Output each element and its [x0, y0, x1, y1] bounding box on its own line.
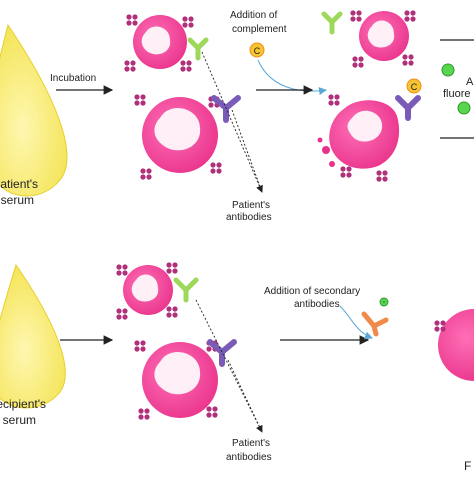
right-cut-text: A: [466, 76, 474, 88]
complement-icon: C: [249, 42, 265, 58]
antibody-icon: [361, 297, 389, 337]
cell-icon: [434, 309, 474, 381]
complement-label-line1: Addition of: [230, 10, 277, 21]
serum-label-line1: Patient's: [0, 177, 38, 191]
fluorescent-dot-icon: [457, 101, 471, 115]
bottom-panel: Recipient's serum Patient: [0, 262, 474, 473]
cell-icon: [134, 340, 218, 420]
fluorescent-dot-icon: [383, 301, 385, 303]
secondary-arrow: [339, 305, 373, 340]
svg-text:C: C: [254, 46, 261, 56]
dotted-pointer: [227, 359, 263, 433]
dotted-pointer: [231, 109, 263, 193]
dotted-pointer: [195, 299, 263, 433]
antibody-label-line1: Patient's: [232, 200, 270, 211]
cell-icon: [116, 262, 178, 320]
right-cut-text: fluore: [443, 88, 471, 100]
complement-label-line2: complement: [232, 24, 287, 35]
antibody-icon: [207, 339, 237, 367]
antibody-label-line1: Patient's: [232, 438, 270, 449]
serum-label-line1: Recipient's: [0, 397, 46, 411]
cell-icon: [350, 10, 416, 68]
complement-arrow: [257, 59, 327, 96]
serum-label-line2: serum: [1, 193, 34, 207]
incubation-label: Incubation: [50, 73, 96, 84]
cell-icon: [134, 94, 222, 180]
serum-label-line2: serum: [3, 413, 36, 427]
antibody-icon: [321, 11, 343, 35]
serum-drop-icon: [0, 263, 66, 409]
top-panel: Patient's serum Incubation: [0, 10, 474, 223]
cell-icon: [124, 14, 194, 72]
secondary-label-line1: Addition of secondary: [264, 286, 360, 297]
fluorescent-dot-icon: [441, 63, 455, 77]
antibody-icon: [187, 37, 209, 61]
right-cut-text: F: [464, 459, 471, 473]
complement-icon: C: [406, 78, 422, 94]
dotted-pointer: [201, 51, 263, 193]
cell-icon: [317, 94, 400, 182]
antibody-icon: [395, 95, 421, 121]
serum-drop-icon: [0, 23, 68, 197]
antibody-label-line2: antibodies: [226, 212, 272, 223]
secondary-label-line2: antibodies: [294, 299, 340, 310]
svg-text:C: C: [411, 82, 418, 92]
antibody-label-line2: antibodies: [226, 452, 272, 463]
antibody-icon: [173, 277, 199, 303]
